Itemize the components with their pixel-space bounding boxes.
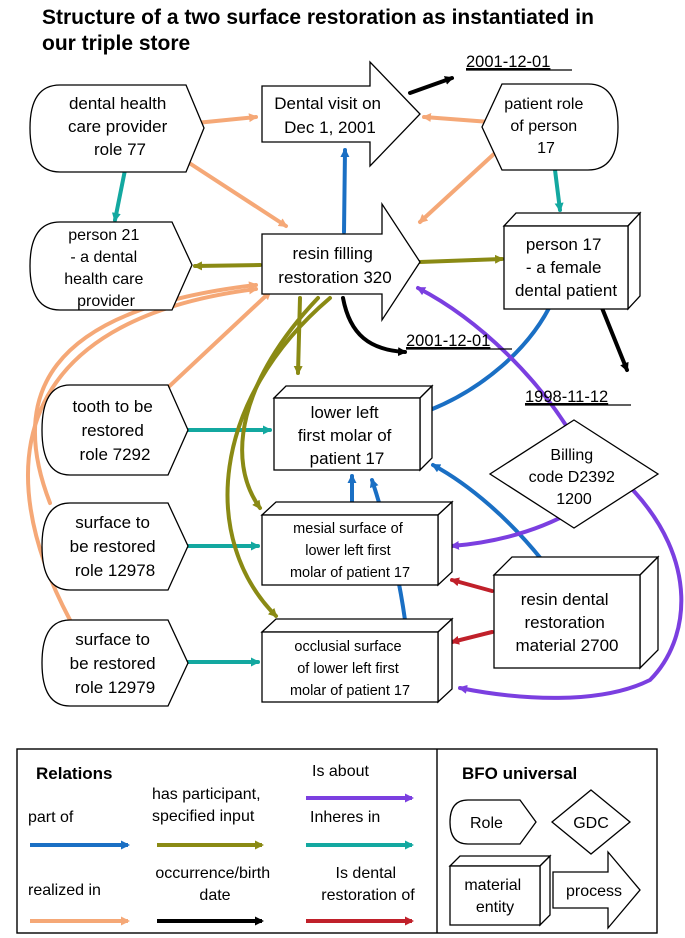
legend-is-about-label: Is about bbox=[312, 763, 369, 780]
edge-realized-in bbox=[32, 281, 258, 505]
node-patient-role: patient role of person 17 bbox=[481, 83, 619, 171]
legend-bfo-heading: BFO universal bbox=[462, 764, 577, 783]
svg-text:tooth to be restored: tooth to be restored role 7292 bbox=[72, 397, 157, 464]
edge-realized-in bbox=[418, 151, 497, 224]
role-shape bbox=[41, 384, 189, 476]
material-entity-shape bbox=[503, 225, 629, 310]
node-resin-filling: resin filling restoration 320 bbox=[261, 201, 421, 323]
svg-text:occlusial surface of low: occlusial surface of lower left first mo… bbox=[290, 639, 410, 699]
legend-occurrence-date-label: occurrence/birth date bbox=[155, 865, 274, 904]
role-shape bbox=[29, 84, 205, 173]
diagram-title: Structure of a two surface restoration a… bbox=[42, 6, 600, 55]
legend: Relations BFO universal part of has part… bbox=[16, 748, 658, 934]
title-line: Structure of a two surface restoration a… bbox=[42, 6, 594, 29]
svg-text:lower left first molar o: lower left first molar of patient 17 bbox=[298, 403, 396, 468]
edge-realized-in bbox=[422, 113, 492, 124]
svg-text:surface to be restored: surface to be restored role 12979 bbox=[70, 630, 161, 697]
node-surface-role-2: surface to be restored role 12979 bbox=[41, 619, 189, 707]
edge-realized-in bbox=[178, 155, 288, 228]
svg-text:Role: Role bbox=[470, 815, 503, 832]
svg-text:surface to be restored: surface to be restored role 12978 bbox=[70, 513, 161, 580]
legend-part-of-label: part of bbox=[28, 809, 74, 826]
role-shape bbox=[29, 221, 193, 311]
edge-is-about bbox=[458, 485, 684, 700]
edge-has-participant bbox=[293, 296, 303, 375]
node-occlusial: occlusial surface of lower left first mo… bbox=[260, 617, 454, 704]
edge-has-participant bbox=[418, 254, 504, 264]
svg-text:person 21 - a dental: person 21 - a dental health care provide… bbox=[64, 227, 148, 310]
process-shape bbox=[261, 60, 421, 168]
title-line: our triple store bbox=[42, 32, 190, 55]
legend-material-entity-shape: material entity bbox=[448, 854, 552, 927]
node-billing: Billing code D2392 1200 bbox=[488, 419, 660, 529]
legend-inheres-in-label: Inheres in bbox=[310, 809, 380, 826]
svg-text:mesial surface of lower: mesial surface of lower left first molar… bbox=[290, 521, 410, 581]
node-person17: person 17 - a female dental patient bbox=[502, 211, 642, 311]
legend-realized-in-label: realized in bbox=[28, 882, 101, 899]
svg-text:Dental visit on Dec 1, 2: Dental visit on Dec 1, 2001 bbox=[274, 94, 386, 137]
legend-gdc-shape: GDC bbox=[550, 789, 632, 855]
node-tooth-role: tooth to be restored role 7292 bbox=[41, 384, 189, 476]
process-shape bbox=[261, 201, 421, 323]
edge-is-dental-restoration-of bbox=[450, 577, 494, 593]
edge-part-of bbox=[340, 148, 350, 234]
edge-occurrence-date bbox=[600, 306, 629, 372]
svg-text:resin filling restoratio: resin filling restoration 320 bbox=[278, 244, 391, 287]
node-mesial: mesial surface of lower left first molar… bbox=[260, 500, 454, 587]
node-surface-role-1: surface to be restored role 12978 bbox=[41, 502, 189, 591]
edge-part-of bbox=[431, 463, 544, 562]
role-shape bbox=[41, 502, 189, 591]
svg-text:resin dental restoration: resin dental restoration material 2700 bbox=[515, 590, 618, 655]
role-shape bbox=[481, 83, 619, 171]
date-restoration: 2001-12-01 bbox=[406, 332, 490, 350]
gdc-shape bbox=[488, 419, 660, 529]
svg-text:GDC: GDC bbox=[573, 815, 609, 832]
node-dental-visit: Dental visit on Dec 1, 2001 bbox=[261, 60, 421, 168]
date-visit: 2001-12-01 bbox=[466, 53, 550, 71]
legend-relations-heading: Relations bbox=[36, 764, 113, 783]
role-shape bbox=[41, 619, 189, 707]
svg-text:dental health care provi: dental health care provider role 77 bbox=[68, 94, 172, 159]
material-entity-shape bbox=[273, 397, 421, 471]
svg-text:patient role of person: patient role of person 17 bbox=[504, 96, 588, 157]
edge-has-participant bbox=[193, 261, 262, 271]
edge-part-of bbox=[428, 298, 555, 412]
edge-is-about bbox=[416, 286, 577, 442]
svg-text:material entity: material entity bbox=[464, 877, 525, 916]
edge-inheres-in bbox=[111, 168, 127, 222]
edge-occurrence-date bbox=[341, 296, 407, 357]
svg-text:person 17 - a female: person 17 - a female dental patient bbox=[515, 235, 617, 300]
edge-occurrence-date bbox=[408, 76, 454, 95]
edge-realized-in bbox=[158, 290, 272, 397]
edge-has-participant bbox=[240, 296, 320, 510]
svg-text:process: process bbox=[566, 883, 622, 900]
edge-inheres-in bbox=[553, 168, 564, 212]
edge-has-participant bbox=[225, 296, 332, 618]
material-entity-shape bbox=[261, 631, 439, 703]
node-resin-material: resin dental restoration material 2700 bbox=[492, 555, 660, 670]
node-dhcp-role: dental health care provider role 77 bbox=[29, 84, 205, 173]
svg-text:Billing code D2392: Billing code D2392 1200 bbox=[529, 447, 620, 508]
material-entity-shape bbox=[493, 574, 641, 669]
material-entity-shape bbox=[261, 514, 439, 586]
legend-process-shape: process bbox=[552, 850, 641, 930]
node-person21: person 21 - a dental health care provide… bbox=[29, 221, 193, 311]
legend-is-dental-restoration-of-label: Is dental restoration of bbox=[321, 865, 415, 904]
legend-has-participant-label: has participant, specified input bbox=[152, 786, 265, 825]
legend-role-shape: Role bbox=[449, 799, 537, 845]
date-birth: 1998-11-12 bbox=[525, 388, 608, 406]
node-molar: lower left first molar of patient 17 bbox=[272, 384, 434, 472]
edge-is-dental-restoration-of bbox=[450, 630, 494, 645]
